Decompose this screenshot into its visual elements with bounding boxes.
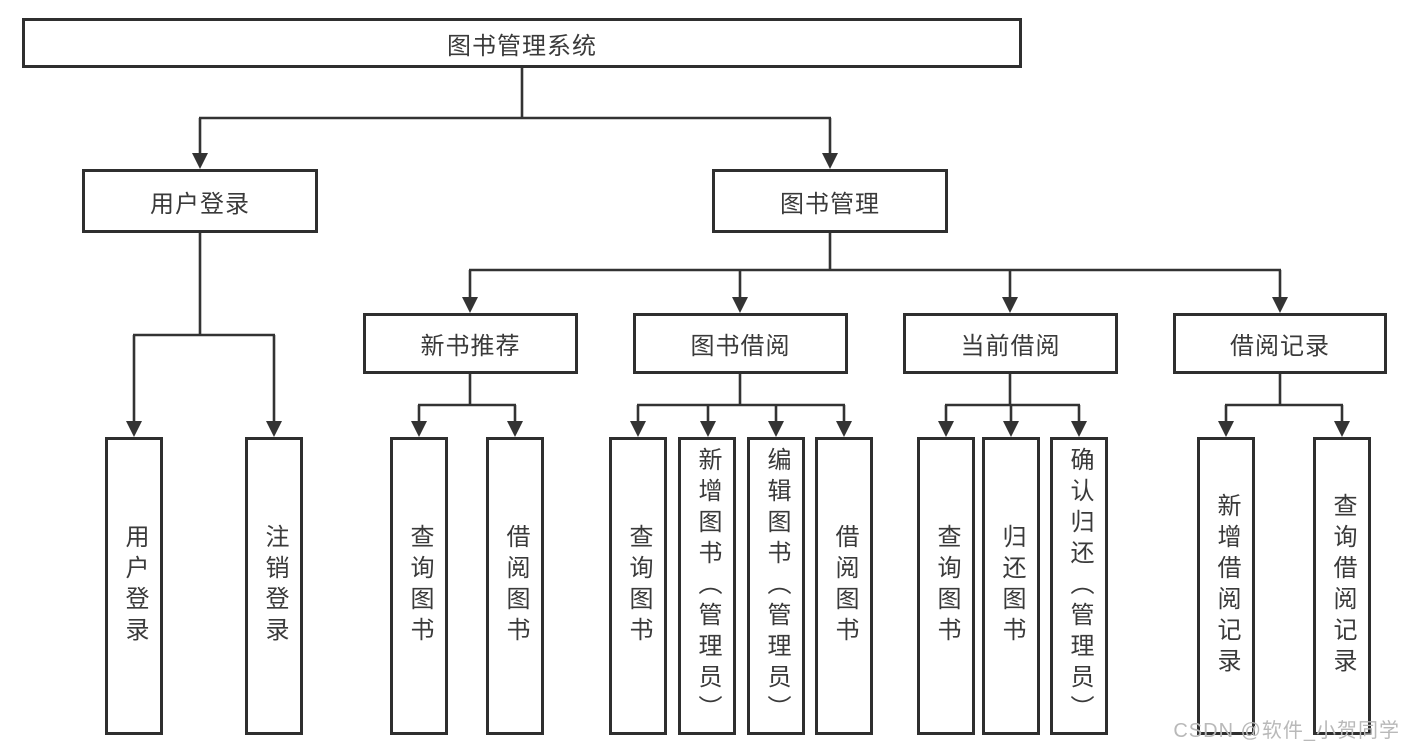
node-current-borrow: 当前借阅: [903, 313, 1118, 374]
leaf-borrow-books-recommend: 借阅图书: [486, 437, 544, 735]
leaf-logout-login: 注销登录: [245, 437, 303, 735]
node-root: 图书管理系统: [22, 18, 1022, 68]
leaf-query-books-recommend-label: 查询图书: [406, 524, 433, 648]
leaf-query-books-current-label: 查询图书: [933, 524, 960, 648]
leaf-return-book: 归还图书: [982, 437, 1040, 735]
leaf-user-login-label: 用户登录: [121, 524, 148, 648]
leaf-query-borrow-record-label: 查询借阅记录: [1329, 493, 1356, 679]
node-user-login-label: 用户登录: [150, 190, 250, 218]
node-new-book-recommend: 新书推荐: [363, 313, 578, 374]
leaf-borrow-books-label: 借阅图书: [831, 524, 858, 648]
leaf-borrow-books: 借阅图书: [815, 437, 873, 735]
node-book-borrow: 图书借阅: [633, 313, 848, 374]
leaf-user-login: 用户登录: [105, 437, 163, 735]
leaf-add-borrow-record: 新增借阅记录: [1197, 437, 1255, 735]
leaf-query-books-borrow-label: 查询图书: [625, 524, 652, 648]
leaf-logout-login-label: 注销登录: [261, 524, 288, 648]
leaf-edit-book-admin-label: 编辑图书（管理员）: [763, 446, 790, 726]
node-user-login: 用户登录: [82, 169, 318, 233]
leaf-edit-book-admin: 编辑图书（管理员）: [747, 437, 805, 735]
leaf-query-books-borrow: 查询图书: [609, 437, 667, 735]
leaf-add-book-admin: 新增图书（管理员）: [678, 437, 736, 735]
node-book-borrow-label: 图书借阅: [690, 333, 791, 360]
leaf-borrow-books-recommend-label: 借阅图书: [502, 524, 529, 648]
node-borrow-records-label: 借阅记录: [1230, 333, 1330, 360]
node-borrow-records: 借阅记录: [1173, 313, 1387, 374]
node-new-book-recommend-label: 新书推荐: [420, 333, 521, 360]
leaf-confirm-return-admin: 确认归还（管理员）: [1050, 437, 1108, 735]
leaf-query-borrow-record: 查询借阅记录: [1313, 437, 1371, 735]
csdn-watermark: CSDN @软件_小贺同学: [1173, 720, 1400, 742]
leaf-confirm-return-admin-label: 确认归还（管理员）: [1066, 446, 1093, 726]
leaf-add-borrow-record-label: 新增借阅记录: [1213, 493, 1240, 679]
leaf-query-books-current: 查询图书: [917, 437, 975, 735]
leaf-return-book-label: 归还图书: [998, 524, 1025, 648]
node-current-borrow-label: 当前借阅: [960, 333, 1061, 360]
leaf-add-book-admin-label: 新增图书（管理员）: [694, 446, 721, 726]
node-root-label: 图书管理系统: [447, 32, 597, 60]
node-book-management: 图书管理: [712, 169, 948, 233]
node-book-management-label: 图书管理: [780, 190, 880, 218]
leaf-query-books-recommend: 查询图书: [390, 437, 448, 735]
